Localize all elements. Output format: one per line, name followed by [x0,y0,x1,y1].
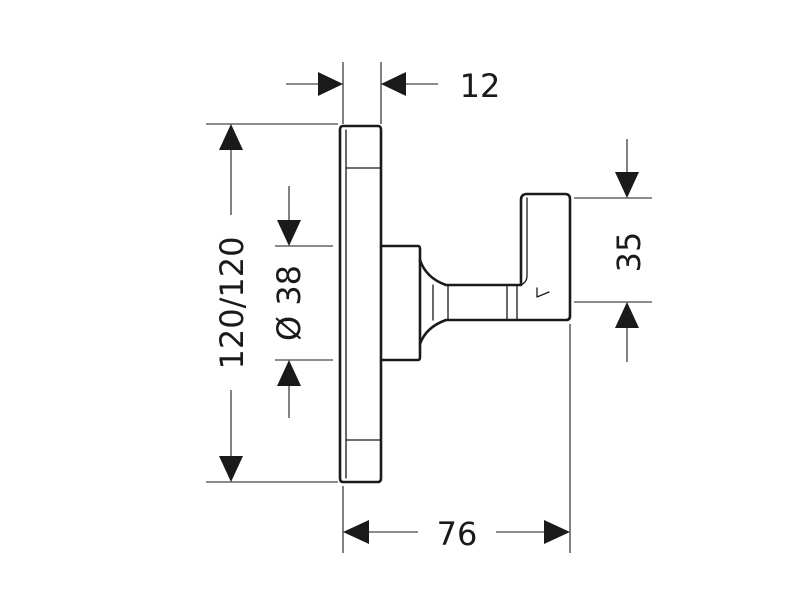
arrowhead-up [219,124,243,150]
arrowhead-right [544,520,570,544]
dim-label-35: 35 [610,232,648,273]
dimension-rosette-diameter: Ø 38 [270,186,333,418]
dimension-hook-height: 35 [574,139,652,362]
dim-label-12: 12 [460,67,501,105]
arrowhead-down [219,456,243,482]
product-outline [338,124,572,484]
dim-label-120-120: 120/120 [213,237,251,370]
wall-plate [338,124,383,484]
arrowhead-down [277,220,301,246]
arrowhead-left [381,72,406,96]
arrowhead-right [318,72,343,96]
arrowhead-up [615,302,639,328]
hook-neck [418,192,572,346]
hook-tick [536,287,550,298]
arrowhead-up [277,360,301,386]
rosette [379,244,422,362]
arrowhead-left [343,520,369,544]
arrowhead-down [615,172,639,198]
hook-inner [520,197,528,286]
dimension-plate-thickness: 12 [286,62,500,124]
dimension-plate-size: 120/120 [206,123,338,483]
dimension-projection: 76 [342,324,571,553]
dim-label-dia-38: Ø 38 [270,265,308,341]
dim-label-76: 76 [437,515,478,553]
